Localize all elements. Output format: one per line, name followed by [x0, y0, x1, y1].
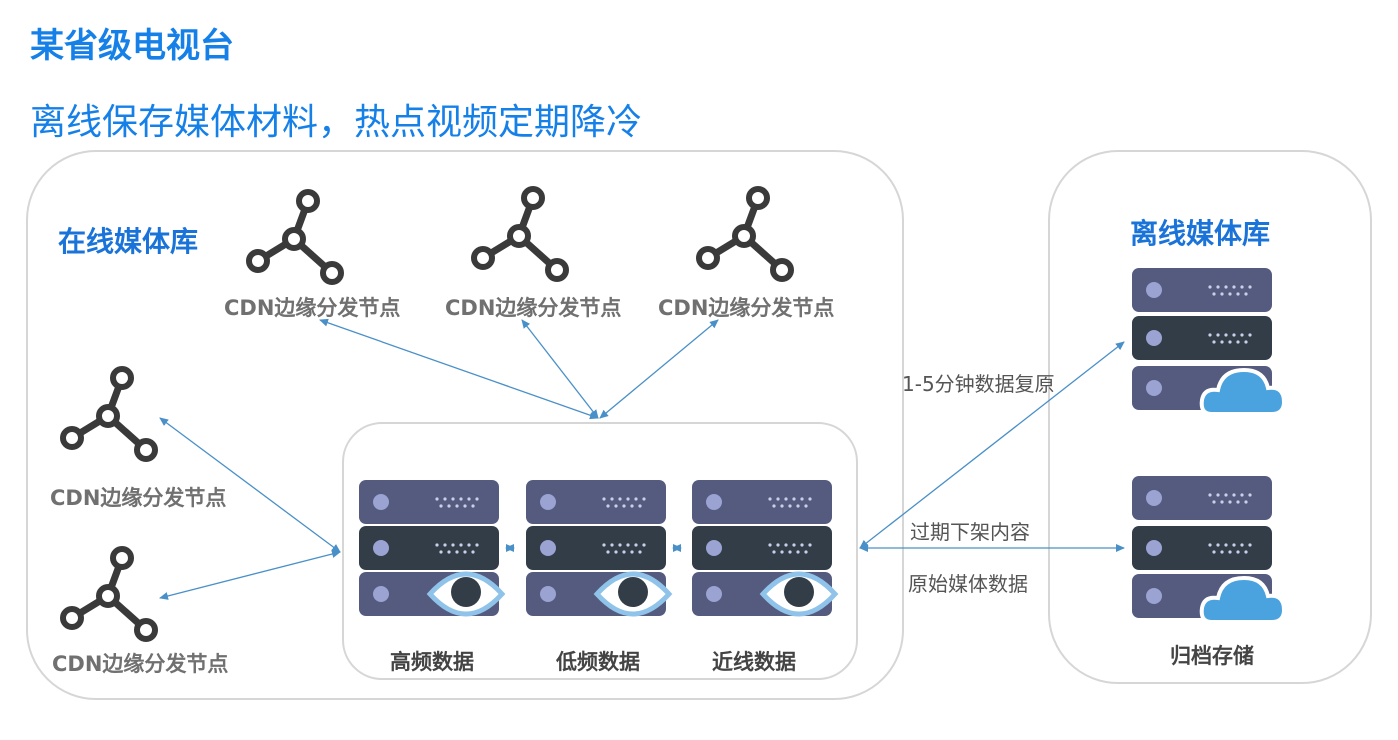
- cdn-node-icon: [474, 189, 566, 279]
- arrow: [599, 319, 719, 419]
- edge-label-expire: 过期下架内容: [910, 520, 1030, 544]
- arrow: [859, 341, 1125, 549]
- online-library-label: 在线媒体库: [58, 225, 199, 258]
- page-subtitle: 离线保存媒体材料，热点视频定期降冷: [30, 102, 643, 143]
- tier-label-hot: 高频数据: [390, 650, 474, 674]
- server-icon: [1132, 476, 1286, 624]
- server-icon: [526, 480, 669, 616]
- page-title: 某省级电视台: [30, 26, 234, 66]
- cdn-node-label: CDN边缘分发节点: [445, 296, 622, 320]
- arrow: [159, 417, 341, 553]
- server-icon: [359, 480, 502, 616]
- server-icon: [692, 480, 835, 616]
- cdn-node-label: CDN边缘分发节点: [658, 296, 835, 320]
- offline-library-label: 离线媒体库: [1130, 217, 1271, 250]
- edge-label-original: 原始媒体数据: [908, 572, 1028, 596]
- storage-tiers-panel: [342, 422, 858, 680]
- cdn-node-icon: [699, 189, 791, 279]
- edge-label-restore: 1-5分钟数据复原: [902, 372, 1055, 396]
- tier-label-nearline: 近线数据: [712, 650, 796, 674]
- tier-label-cold: 低频数据: [556, 650, 640, 674]
- arrow: [319, 318, 599, 420]
- cdn-node-label: CDN边缘分发节点: [50, 486, 227, 510]
- cdn-node-label: CDN边缘分发节点: [224, 296, 401, 320]
- cdn-node-icon: [63, 549, 155, 639]
- arrow: [521, 319, 599, 419]
- archive-storage-label: 归档存储: [1170, 644, 1254, 668]
- cdn-node-label: CDN边缘分发节点: [52, 652, 229, 676]
- cdn-node-icon: [63, 369, 155, 459]
- cdn-node-icon: [249, 192, 341, 282]
- arrow: [159, 550, 341, 600]
- server-icon: [1132, 268, 1286, 416]
